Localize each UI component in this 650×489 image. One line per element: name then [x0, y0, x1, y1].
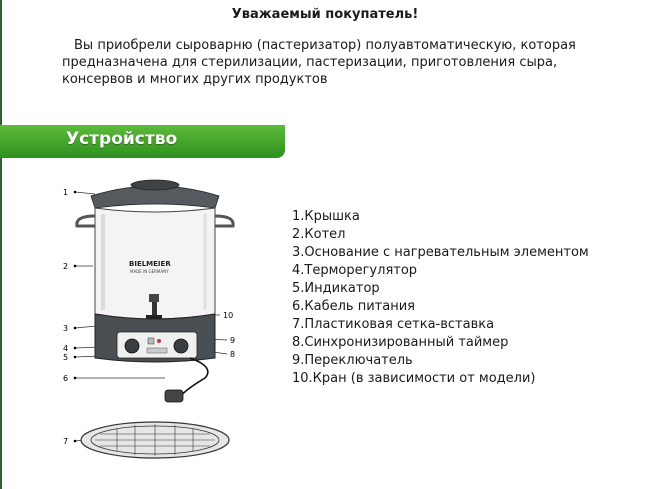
list-item: 5.Индикатор [292, 281, 380, 296]
brand-sublabel: MADE IN GERMANY [130, 269, 169, 274]
list-item: 7.Пластиковая сетка-вставка [292, 317, 495, 332]
parts-list: 1.Крышка 2.Котел 3.Основание с нагревате… [292, 208, 589, 388]
callout-7: 7 [63, 437, 68, 446]
list-item: 8.Синхронизированный таймер [292, 335, 509, 350]
callout-2: 2 [63, 262, 68, 271]
list-item: 4.Терморегулятор [292, 263, 418, 278]
callout-10: 10 [223, 311, 233, 320]
intro-line: предназначена для стерилизации, пастериз… [62, 55, 558, 70]
list-item: 9.Переключатель [292, 353, 413, 368]
callout-5: 5 [63, 353, 68, 362]
intro-line: Вы приобрели сыроварню (пастеризатор) по… [74, 38, 576, 53]
list-item: 10.Кран (в зависимости от модели) [292, 371, 536, 386]
list-item: 6.Кабель питания [292, 299, 415, 314]
callout-8: 8 [230, 350, 235, 359]
intro-line: консервов и многих других продуктов [62, 72, 328, 87]
intro-paragraph: Вы приобрели сыроварню (пастеризатор) по… [62, 37, 622, 88]
list-item: 1.Крышка [292, 209, 360, 224]
page-title: Уважаемый покупатель! [231, 7, 419, 22]
callout-3: 3 [63, 324, 68, 333]
list-item: 2.Котел [292, 227, 346, 242]
brand-label: BIELMEIER [129, 260, 171, 268]
section-title: Устройство [66, 129, 178, 149]
callout-9: 9 [230, 336, 235, 345]
callout-4: 4 [63, 344, 68, 353]
list-item: 3.Основание с нагревательным элементом [292, 245, 589, 260]
section-banner: Устройство [0, 125, 285, 158]
device-illustration: BIELMEIER MADE IN GERMANY 1 2 3 4 5 6 7 … [63, 179, 235, 459]
callout-1: 1 [63, 188, 68, 197]
callout-6: 6 [63, 374, 68, 383]
left-border [0, 0, 2, 489]
